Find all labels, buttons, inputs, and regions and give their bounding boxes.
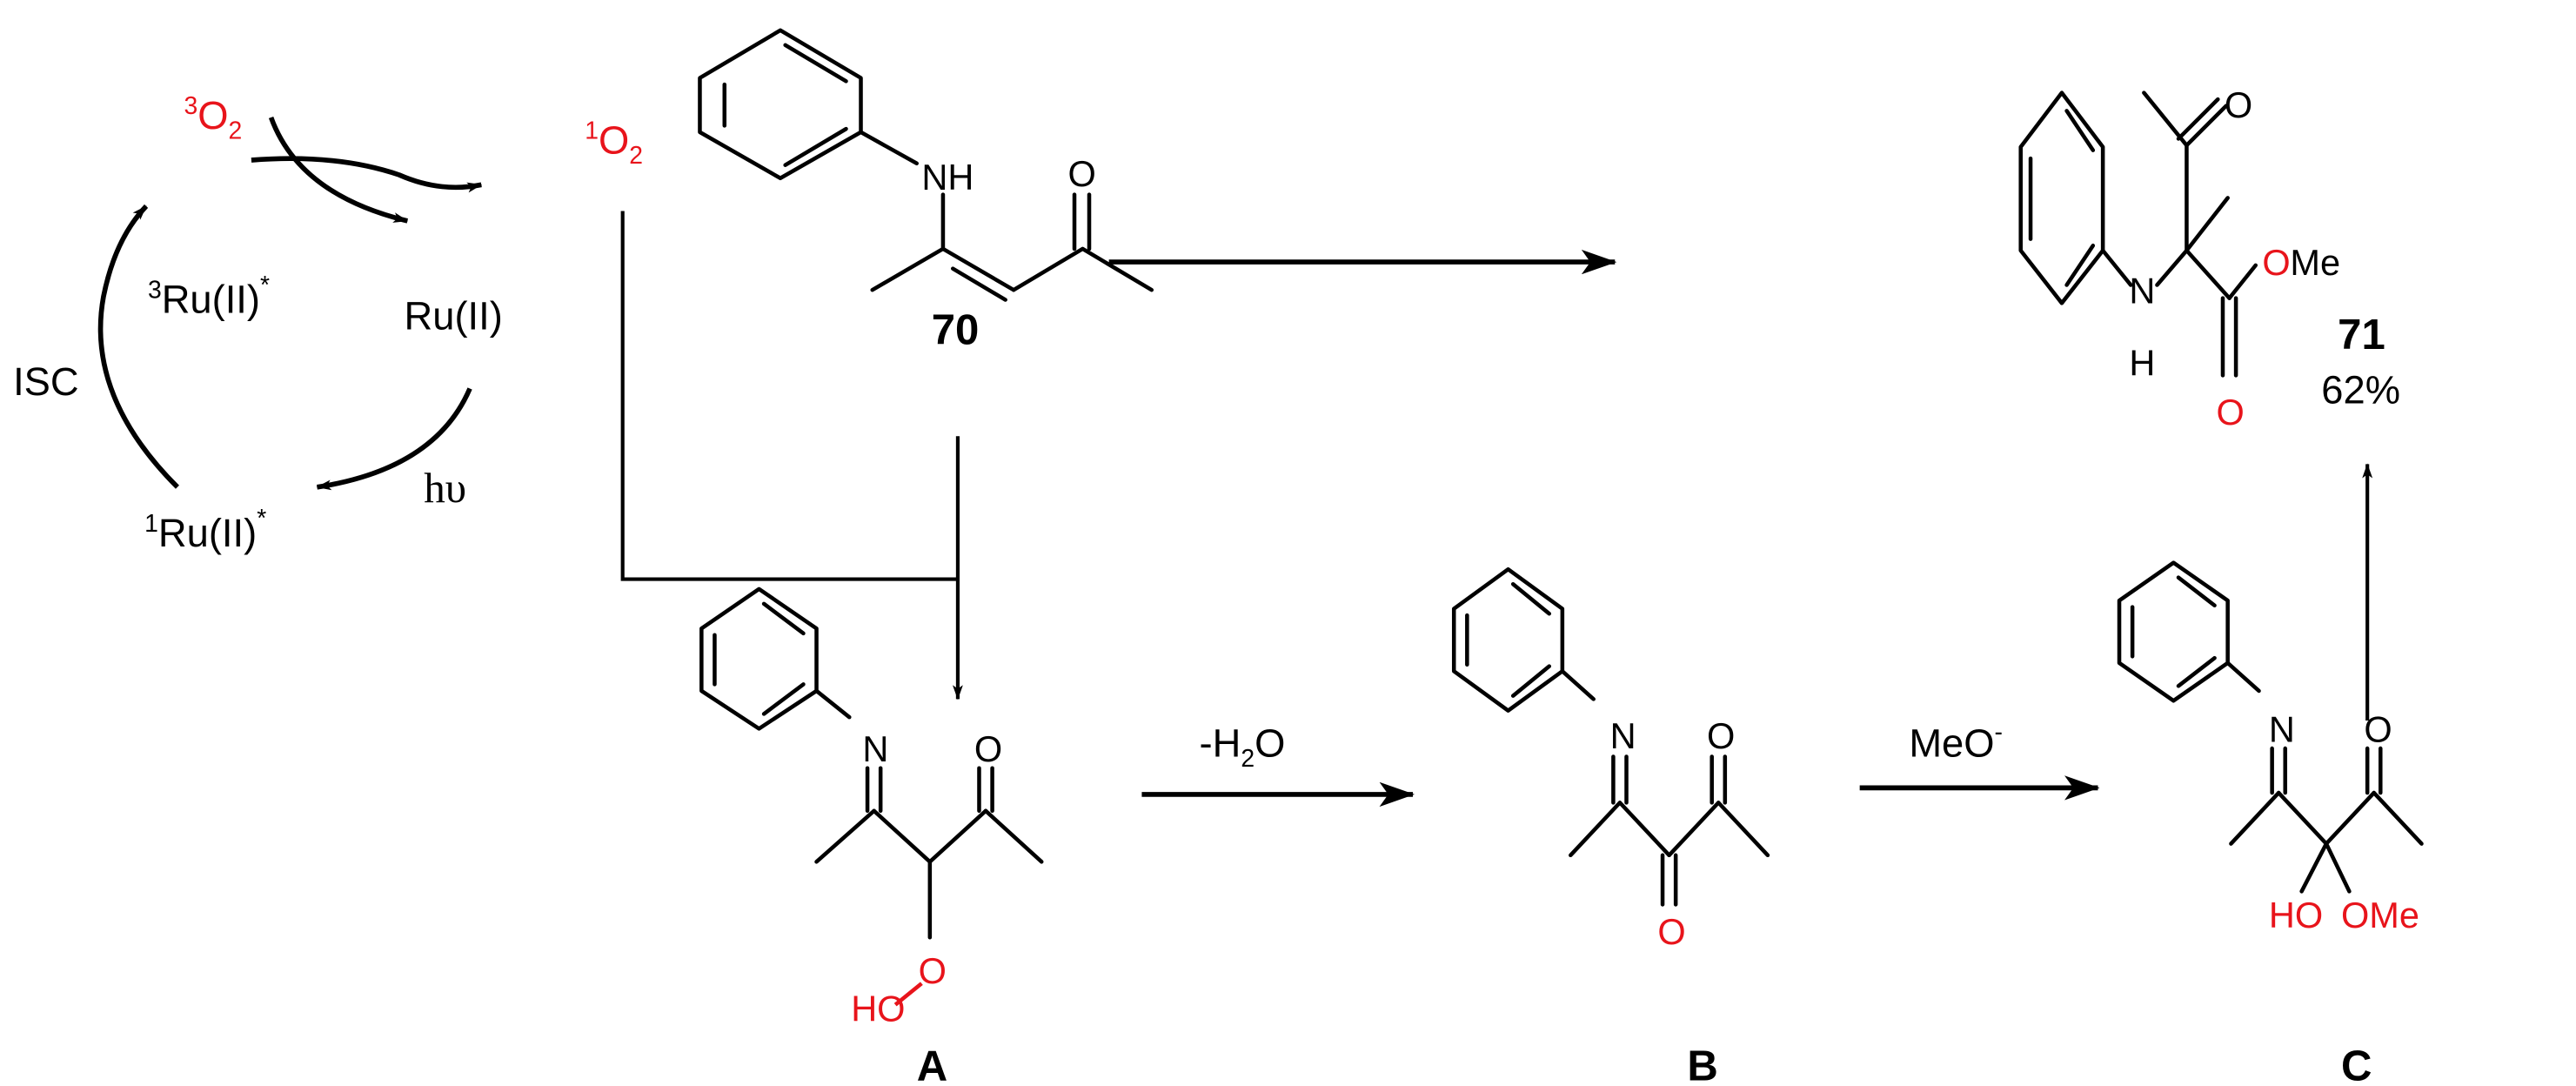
imine-n-atom: N [2269, 708, 2295, 749]
intermediate-B: N O O B [1451, 566, 1770, 1086]
nh-atom: NH [921, 157, 974, 198]
hydroxyl-group: HO [2269, 895, 2323, 935]
amine-n-atom: N [2129, 270, 2155, 311]
singlet-excited-ru-label: 1Ru(II)* [144, 505, 266, 555]
compound-70: NH O 70 [698, 28, 1154, 354]
ester-ome-oxygen-atom: O [2262, 242, 2290, 283]
imine-n-atom: N [862, 728, 888, 769]
ketone-oxygen-atom: O [2225, 84, 2252, 125]
oxygen-excitation-arrow [251, 156, 483, 193]
isc-label: ISC [13, 359, 79, 404]
compound-70-label: 70 [932, 307, 980, 354]
imine-n-atom: N [1610, 715, 1636, 756]
methoxide-reagent-label: MeO- [1909, 719, 2003, 766]
ketone-oxygen-atom: O [1067, 153, 1095, 194]
new-carbonyl-oxygen-atom: O [1657, 911, 1685, 952]
isc-arrow [97, 204, 179, 489]
compound-71: N H O O Me O 71 62% [2018, 84, 2400, 432]
dehydration-reagent-label: -H2O [1200, 721, 1286, 772]
hydroperoxy-ho-group: HO [851, 989, 905, 1029]
triplet-oxygen-label: 3O2 [184, 92, 243, 144]
ester-methyl-group: Me [2290, 242, 2340, 283]
intermediate-A-label: A [917, 1043, 947, 1086]
peroxy-oxygen-atom: O [919, 950, 947, 991]
photocatalytic-cycle: 3O2 3Ru(II)* Ru(II) ISC hυ 1Ru(II)* [13, 92, 503, 555]
peroxide-bond [893, 982, 923, 1007]
compound-71-label: 71 [2338, 312, 2385, 359]
singlet-oxygen-route-line [620, 211, 958, 581]
ester-carbonyl-oxygen-atom: O [2216, 392, 2244, 432]
singlet-oxygen-label: 1O2 [585, 117, 643, 169]
ketone-oxygen-atom: O [974, 728, 1002, 769]
ketone-oxygen-atom: O [1707, 715, 1735, 756]
ketone-oxygen-atom: O [2364, 708, 2392, 749]
amine-h-atom: H [2129, 342, 2155, 383]
ru-to-ground-arrow [268, 116, 409, 224]
intermediate-A: N O O HO A [699, 587, 1044, 1086]
photoexcitation-arrow [316, 387, 472, 491]
light-hv-label: hυ [424, 464, 466, 512]
intermediate-B-label: B [1687, 1043, 1717, 1086]
yield-label: 62% [2321, 367, 2400, 412]
methoxy-group: OMe [2341, 895, 2419, 935]
intermediate-C: N O HO OMe C [2117, 560, 2424, 1086]
ground-state-ru-label: Ru(II) [405, 294, 503, 339]
triplet-excited-ru-label: 3Ru(II)* [148, 272, 270, 322]
intermediate-C-label: C [2341, 1043, 2372, 1086]
